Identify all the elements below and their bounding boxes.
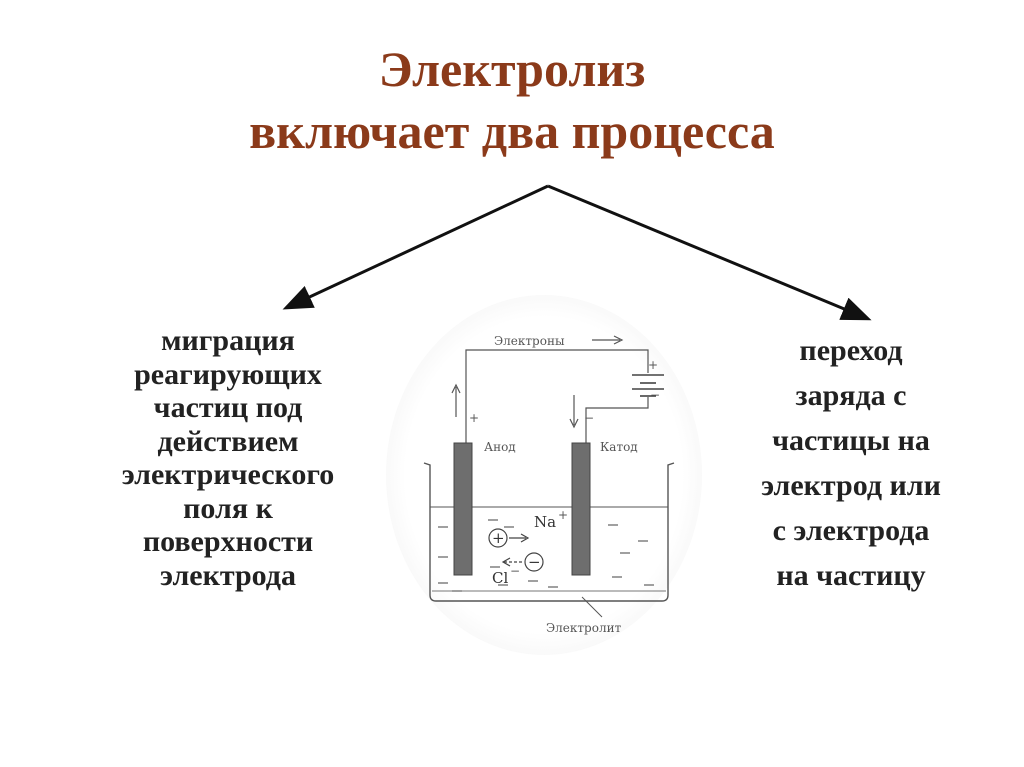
cation-label: Na (534, 513, 556, 531)
anode-plus-sign: + (469, 411, 479, 425)
left-line: электрода (160, 558, 296, 592)
cathode-electrode (571, 442, 591, 576)
battery-plus-sign: + (648, 358, 658, 372)
anion-label: Cl (492, 569, 508, 587)
title-line-1: Электролиз (378, 41, 646, 97)
electrolyte-label: Электролит (546, 621, 622, 635)
charge-transfer-text: переход заряда с частицы на электрод или… (720, 328, 982, 598)
circuit-wire (465, 349, 649, 443)
cation-charge: + (558, 508, 568, 522)
left-line: реагирующих (134, 357, 322, 391)
right-line: электрод или (761, 469, 941, 502)
right-line: на частицу (776, 559, 926, 592)
cathode-label: Катод (600, 440, 638, 454)
anion-move-arrowhead (501, 557, 511, 567)
left-line: электрического (121, 458, 335, 491)
anode-electrode (453, 442, 473, 576)
right-line: заряда с (795, 379, 907, 412)
electrolysis-cell-diagram: + − Электроны + − (423, 334, 675, 635)
anode-label: Анод (484, 440, 516, 454)
anion-charge: − (510, 564, 520, 578)
cation-move-arrowhead (520, 533, 530, 543)
anion-circle-sign: − (528, 553, 541, 571)
right-line: частицы на (772, 424, 930, 457)
migration-process-text: миграция реагирующих частиц под действие… (78, 324, 378, 592)
cation-circle (488, 528, 508, 548)
anion-circle (524, 552, 544, 572)
battery-minus-sign: − (650, 388, 660, 402)
title-line-2: включает два процесса (249, 103, 775, 159)
right-branch-arrow (547, 184, 872, 321)
right-line: с электрода (772, 514, 930, 547)
left-line: поверхности (142, 525, 314, 558)
slide-title: Электролиз включает два процесса (0, 38, 1024, 162)
electrolyte-marks (438, 519, 654, 592)
right-line: переход (799, 334, 903, 367)
cation-circle-sign: + (492, 529, 505, 547)
electron-flow-arrowhead (613, 335, 624, 345)
electrons-label: Электроны (494, 334, 565, 348)
electrolyte-leader-line (581, 596, 603, 618)
beaker-outline (423, 462, 675, 602)
left-line: частиц под (153, 391, 303, 424)
left-line: миграция (161, 324, 295, 357)
cathode-current-arrowhead (569, 418, 579, 429)
electrolysis-cell-figure: + − Электроны + − (386, 295, 702, 655)
cathode-minus-sign: − (584, 411, 594, 425)
left-line: поля к (183, 491, 273, 525)
anode-current-arrowhead (451, 383, 461, 394)
left-branch-arrow (282, 184, 549, 310)
left-line: действием (157, 424, 299, 458)
